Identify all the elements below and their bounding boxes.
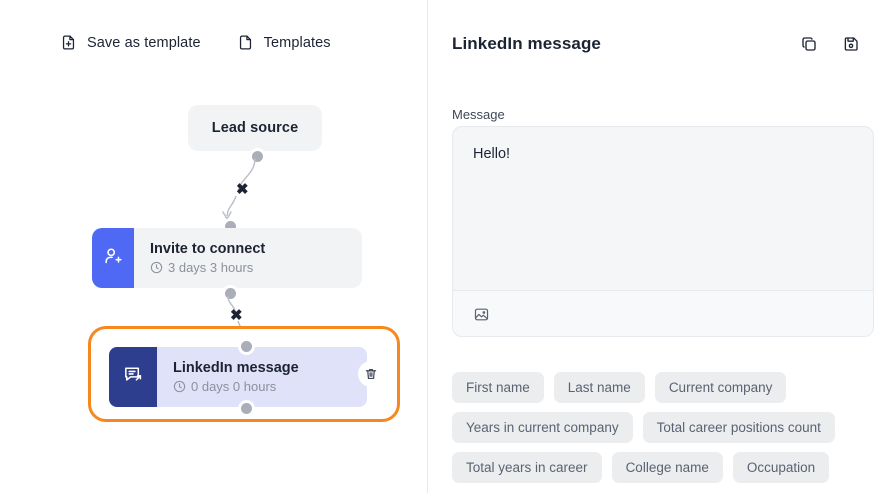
clock-icon (173, 380, 186, 393)
clock-icon (150, 261, 163, 274)
panel-header: LinkedIn message (452, 34, 860, 54)
flow-node-body: LinkedIn message 0 days 0 hours (157, 360, 299, 394)
flow-canvas[interactable]: Save as template Templates Lead source (0, 0, 428, 493)
document-icon (237, 34, 254, 51)
delete-node-button[interactable] (358, 361, 384, 387)
flow-node-title: Invite to connect (150, 241, 266, 257)
save-as-template-label: Save as template (87, 34, 201, 51)
flow-node-body: Invite to connect 3 days 3 hours (134, 241, 265, 275)
node-input-handle-linkedin[interactable] (238, 338, 255, 355)
person-add-icon (102, 245, 124, 272)
flow-node-icon-wrap (92, 228, 134, 288)
variable-chip[interactable]: College name (611, 452, 723, 483)
variable-chip[interactable]: Total years in career (452, 452, 602, 483)
flow-node-linkedin-message-selected[interactable]: LinkedIn message 0 days 0 hours (88, 326, 400, 422)
flow-node-title: Lead source (211, 120, 299, 136)
templates-label: Templates (263, 34, 331, 51)
flow-node-duration: 0 days 0 hours (173, 379, 299, 394)
flow-edge-delete-1[interactable]: ✖ (236, 181, 249, 198)
variable-chip[interactable]: Occupation (732, 452, 830, 483)
message-field-label: Message (452, 107, 505, 122)
variable-chip[interactable]: Current company (654, 372, 787, 403)
panel-header-actions (800, 35, 860, 53)
templates-button[interactable]: Templates (237, 34, 331, 51)
save-as-template-button[interactable]: Save as template (60, 34, 201, 51)
floppy-save-icon[interactable] (842, 35, 860, 53)
flow-node-linkedin-message[interactable]: LinkedIn message 0 days 0 hours (109, 347, 367, 407)
node-output-handle-invite[interactable] (222, 285, 239, 302)
flow-node-duration: 3 days 3 hours (150, 260, 265, 275)
node-output-handle-linkedin[interactable] (238, 400, 255, 417)
message-input[interactable]: Hello! (473, 146, 511, 162)
document-plus-icon (60, 34, 77, 51)
variable-chip[interactable]: Years in current company (452, 412, 633, 443)
panel-title: LinkedIn message (452, 34, 601, 53)
message-editor-toolbar (453, 290, 873, 336)
flow-node-duration-label: 0 days 0 hours (191, 379, 277, 394)
image-icon[interactable] (473, 306, 490, 323)
variable-chip[interactable]: First name (452, 372, 544, 403)
copy-icon[interactable] (800, 35, 818, 53)
message-editor[interactable]: Hello! (452, 126, 874, 337)
message-send-icon (122, 363, 145, 391)
flow-node-invite-to-connect[interactable]: Invite to connect 3 days 3 hours (92, 228, 362, 288)
flow-node-duration-label: 3 days 3 hours (168, 260, 254, 275)
variable-chip[interactable]: Last name (553, 372, 645, 403)
canvas-toolbar: Save as template Templates (60, 34, 331, 51)
flow-edge-delete-2[interactable]: ✖ (230, 307, 243, 324)
variable-chip-list: First name Last name Current company Yea… (452, 372, 874, 483)
variable-chip[interactable]: Total career positions count (642, 412, 835, 443)
flow-node-title: LinkedIn message (173, 360, 299, 376)
flow-node-icon-wrap (109, 347, 157, 407)
node-settings-panel: LinkedIn message Message (428, 0, 874, 493)
node-output-handle-lead-source[interactable] (249, 148, 266, 165)
flow-node-lead-source[interactable]: Lead source (188, 105, 322, 151)
